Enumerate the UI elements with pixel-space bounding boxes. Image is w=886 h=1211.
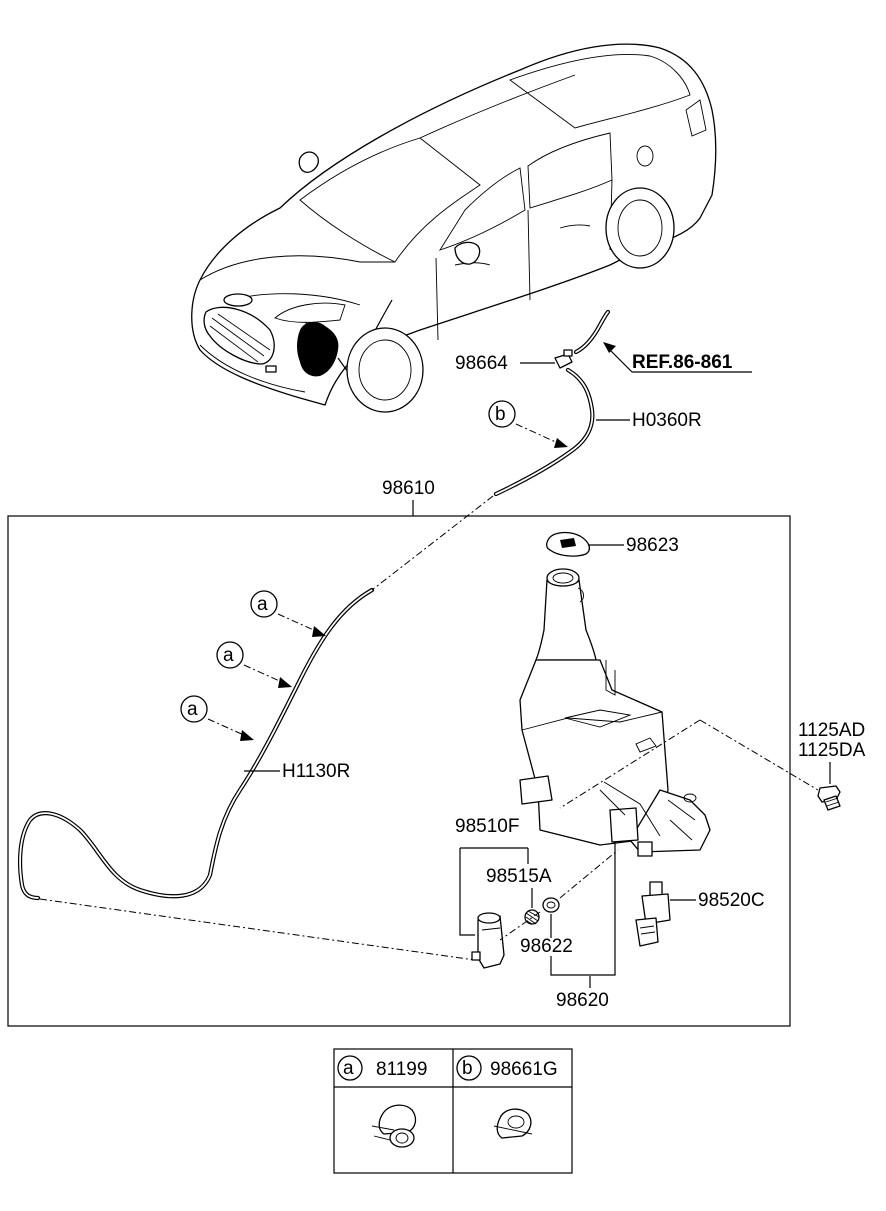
label-98620: 98620: [556, 990, 609, 1011]
callout-a-1: a: [250, 590, 278, 618]
hose-h0360r: [493, 309, 611, 497]
label-98623: 98623: [626, 535, 679, 556]
washer-reservoir-98620: [519, 568, 711, 857]
label-h0360r: H0360R: [632, 410, 702, 431]
reservoir-cap-98623: [546, 531, 591, 557]
svg-text:a: a: [223, 645, 234, 666]
hose-h1130r: [17, 587, 375, 901]
car-illustration: [191, 43, 717, 413]
callout-b-upper: b: [488, 400, 516, 428]
label-1125ad: 1125AD: [798, 720, 865, 741]
label-98510f: 98510F: [455, 816, 519, 837]
svg-text:a: a: [343, 1058, 354, 1079]
legend-part-81199: 81199: [376, 1059, 427, 1080]
washer-pump-98510f: [471, 912, 505, 969]
label-1125da: 1125DA: [798, 740, 866, 761]
level-sensor-98520c: [635, 881, 671, 947]
svg-text:a: a: [257, 594, 268, 615]
legend-item-b: b 98661G: [456, 1055, 558, 1139]
filter-98515a: [524, 909, 540, 925]
legend-item-a: a 81199: [337, 1055, 427, 1148]
ref-label: REF.86-861: [632, 352, 733, 373]
svg-text:b: b: [462, 1058, 473, 1079]
assembly-frame: [7, 515, 791, 1027]
legend-table: a 81199 b 98661G: [333, 1048, 573, 1174]
label-98515a: 98515A: [486, 866, 552, 887]
legend-part-98661g: 98661G: [490, 1059, 558, 1080]
label-98610: 98610: [382, 478, 435, 499]
callout-a-2: a: [216, 641, 244, 669]
bolt-1125: [817, 785, 841, 811]
label-98664: 98664: [455, 353, 508, 374]
svg-text:b: b: [495, 404, 506, 425]
grommet-98622: [542, 897, 560, 913]
callout-a-3: a: [180, 695, 208, 723]
label-98520c: 98520C: [698, 890, 765, 911]
svg-text:a: a: [187, 699, 198, 720]
connector-98664: [554, 349, 573, 369]
label-98622: 98622: [520, 936, 573, 957]
label-h1130r: H1130R: [282, 761, 350, 782]
